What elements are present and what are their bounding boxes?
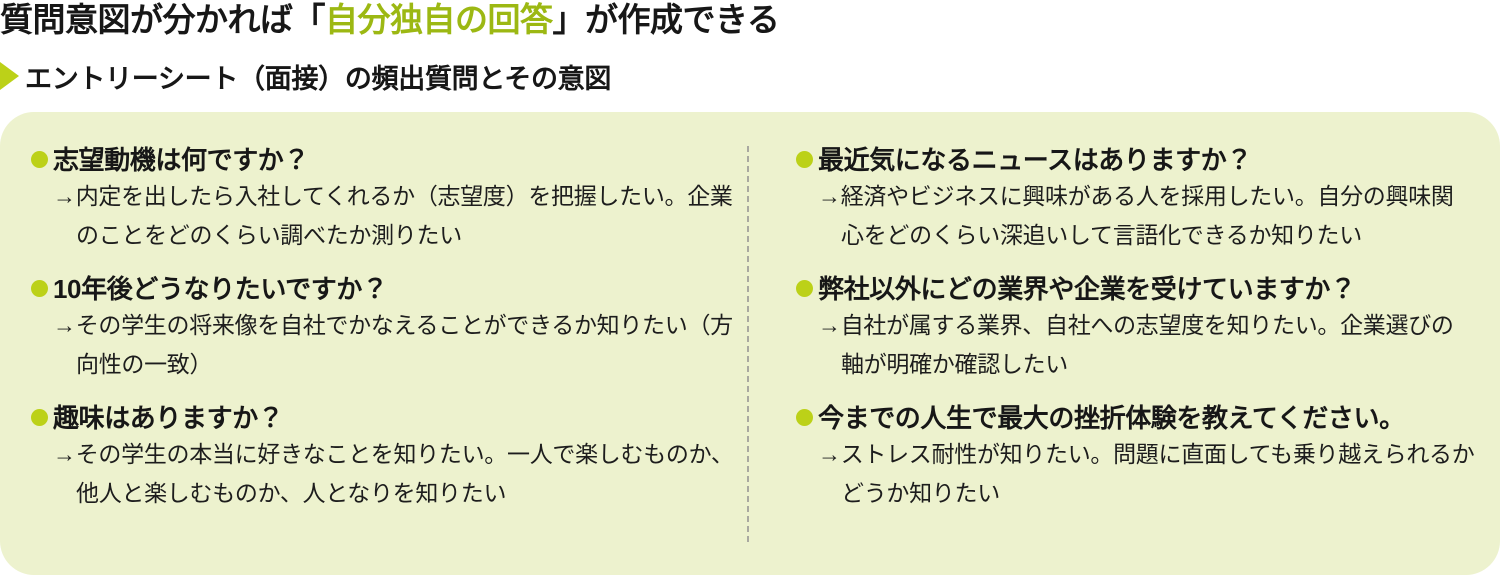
subtitle: エントリーシート（面接）の頻出質問とその意図: [0, 56, 611, 96]
bullet-dot-icon: [31, 280, 48, 297]
question-text: 今までの人生で最大の挫折体験を教えてください。: [818, 403, 1405, 433]
page-title-prefix: 質問意図が分かれば「: [0, 1, 326, 38]
bullet-dot-icon: [31, 409, 48, 426]
left-column: 志望動機は何ですか？ →内定を出したら入社してくれるか（志望度）を把握したい。企…: [0, 112, 748, 575]
page-title: 質問意図が分かれば「自分独自の回答」が作成できる: [0, 0, 780, 42]
qa-item: 弊社以外にどの業界や企業を受けていますか？ →自社が属する業界、自社への志望度を…: [796, 272, 1476, 384]
answer-text: →ストレス耐性が知りたい。問題に直面しても乗り越えられるかどうか知りたい: [818, 441, 1475, 506]
question-row: 10年後どうなりたいですか？: [31, 272, 748, 306]
bullet-dot-icon: [796, 409, 813, 426]
question-row: 趣味はありますか？: [31, 401, 748, 435]
answer-text: →その学生の将来像を自社でかなえることができるか知りたい（方向性の一致）: [53, 312, 733, 377]
answer-text: →経済やビジネスに興味がある人を採用したい。自分の興味関心をどのくらい深追いして…: [818, 183, 1454, 248]
column-divider: [747, 146, 749, 542]
page-title-suffix: 」が作成できる: [552, 1, 780, 38]
qa-item: 最近気になるニュースはありますか？ →経済やビジネスに興味がある人を採用したい。…: [796, 143, 1476, 255]
question-text: 弊社以外にどの業界や企業を受けていますか？: [818, 274, 1356, 304]
bullet-dot-icon: [796, 280, 813, 297]
question-text: 志望動機は何ですか？: [53, 145, 310, 175]
answer-text: →内定を出したら入社してくれるか（志望度）を把握したい。企業のことをどのくらい調…: [53, 183, 733, 248]
question-row: 志望動機は何ですか？: [31, 143, 748, 177]
two-column-layout: 志望動機は何ですか？ →内定を出したら入社してくれるか（志望度）を把握したい。企…: [0, 112, 1500, 575]
answer-text: →その学生の本当に好きなことを知りたい。一人で楽しむものか、他人と楽しむものか、…: [53, 441, 734, 506]
subtitle-label: エントリーシート（面接）の頻出質問とその意図: [25, 63, 612, 94]
qa-item: 趣味はありますか？ →その学生の本当に好きなことを知りたい。一人で楽しむものか、…: [31, 401, 748, 513]
answer-text: →自社が属する業界、自社への志望度を知りたい。企業選びの軸が明確か確認したい: [818, 312, 1454, 377]
right-column: 最近気になるニュースはありますか？ →経済やビジネスに興味がある人を採用したい。…: [748, 112, 1500, 575]
question-text: 最近気になるニュースはありますか？: [818, 145, 1252, 175]
question-row: 最近気になるニュースはありますか？: [796, 143, 1476, 177]
question-text: 趣味はありますか？: [53, 403, 284, 433]
question-row: 弊社以外にどの業界や企業を受けていますか？: [796, 272, 1476, 306]
triangle-right-icon: [0, 62, 19, 90]
page-title-highlight: 自分独自の回答: [325, 1, 553, 38]
content-panel: 志望動機は何ですか？ →内定を出したら入社してくれるか（志望度）を把握したい。企…: [0, 112, 1500, 575]
qa-item: 今までの人生で最大の挫折体験を教えてください。 →ストレス耐性が知りたい。問題に…: [796, 401, 1476, 513]
bullet-dot-icon: [796, 151, 813, 168]
qa-item: 10年後どうなりたいですか？ →その学生の将来像を自社でかなえることができるか知…: [31, 272, 748, 384]
qa-item: 志望動機は何ですか？ →内定を出したら入社してくれるか（志望度）を把握したい。企…: [31, 143, 748, 255]
question-text: 10年後どうなりたいですか？: [53, 274, 388, 304]
question-row: 今までの人生で最大の挫折体験を教えてください。: [796, 401, 1476, 435]
bullet-dot-icon: [31, 151, 48, 168]
